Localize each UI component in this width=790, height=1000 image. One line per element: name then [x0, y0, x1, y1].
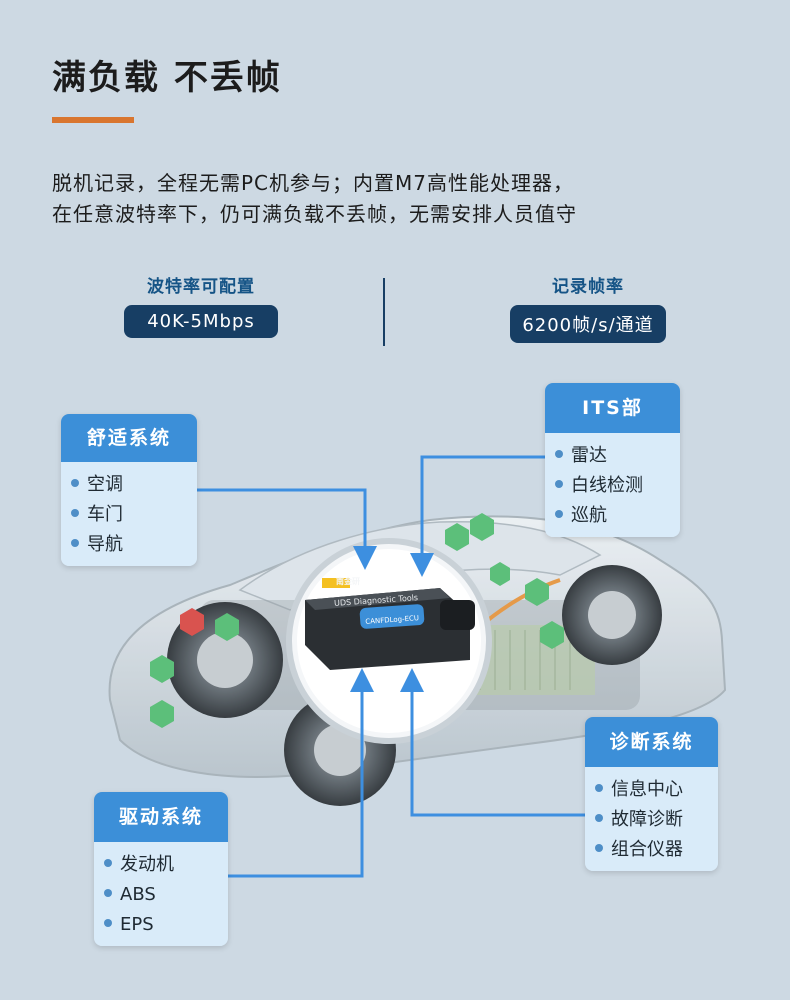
card-list-item: 空调: [61, 470, 197, 500]
stat-frame-rate: 记录帧率 6200帧/s/通道: [510, 272, 666, 343]
bullet-dot: [555, 510, 563, 518]
card-list-item: 信息中心: [585, 775, 718, 805]
title-underline: [52, 117, 134, 123]
bullet-dot: [71, 539, 79, 547]
device-circle: [286, 538, 492, 744]
device-badge: CANFDLog-ECU: [359, 603, 425, 630]
stat-value-pill: 6200帧/s/通道: [510, 305, 666, 343]
card-list-item: 发动机: [94, 850, 228, 880]
stat-divider: [383, 278, 385, 346]
stat-baud-rate: 波特率可配置 40K-5Mbps: [124, 272, 278, 338]
bullet-dot: [595, 784, 603, 792]
card-its: ITS部 雷达 白线检测 巡航: [545, 383, 680, 537]
card-drive-system: 驱动系统 发动机 ABS EPS: [94, 792, 228, 946]
bullet-dot: [595, 814, 603, 822]
bullet-dot: [71, 479, 79, 487]
card-list-item: ABS: [94, 880, 228, 910]
device-brand-label: 南金研: [336, 577, 360, 586]
stat-value-pill: 40K-5Mbps: [124, 305, 278, 338]
connector-arrows: [197, 455, 585, 878]
description: 脱机记录，全程无需PC机参与；内置M7高性能处理器， 在任意波特率下，仍可满负载…: [52, 168, 742, 230]
card-list-item: 导航: [61, 530, 197, 560]
card-list-item: 车门: [61, 500, 197, 530]
bullet-dot: [104, 889, 112, 897]
description-line-1: 脱机记录，全程无需PC机参与；内置M7高性能处理器，: [52, 171, 575, 195]
bullet-dot: [71, 509, 79, 517]
card-title: ITS部: [545, 383, 680, 433]
bullet-dot: [555, 450, 563, 458]
card-diagnostic-system: 诊断系统 信息中心 故障诊断 组合仪器: [585, 717, 718, 871]
bullet-dot: [104, 919, 112, 927]
card-list-item: EPS: [94, 910, 228, 940]
bullet-dot: [595, 844, 603, 852]
bullet-dot: [104, 859, 112, 867]
description-line-2: 在任意波特率下，仍可满负载不丢帧，无需安排人员值守: [52, 202, 577, 226]
card-title: 诊断系统: [585, 717, 718, 767]
page-title: 满负载 不丢帧: [52, 58, 282, 98]
card-title: 舒适系统: [61, 414, 197, 462]
card-comfort-system: 舒适系统 空调 车门 导航: [61, 414, 197, 566]
card-list-item: 巡航: [545, 501, 680, 531]
ecu-modules: [150, 513, 564, 728]
card-list-item: 故障诊断: [585, 805, 718, 835]
bullet-dot: [555, 480, 563, 488]
card-list-item: 白线检测: [545, 471, 680, 501]
card-list-item: 雷达: [545, 441, 680, 471]
card-list-item: 组合仪器: [585, 835, 718, 865]
device-badge-text: CANFDLog-ECU: [365, 614, 420, 626]
card-title: 驱动系统: [94, 792, 228, 842]
stat-label: 波特率可配置: [147, 277, 255, 297]
stat-label: 记录帧率: [552, 277, 624, 297]
